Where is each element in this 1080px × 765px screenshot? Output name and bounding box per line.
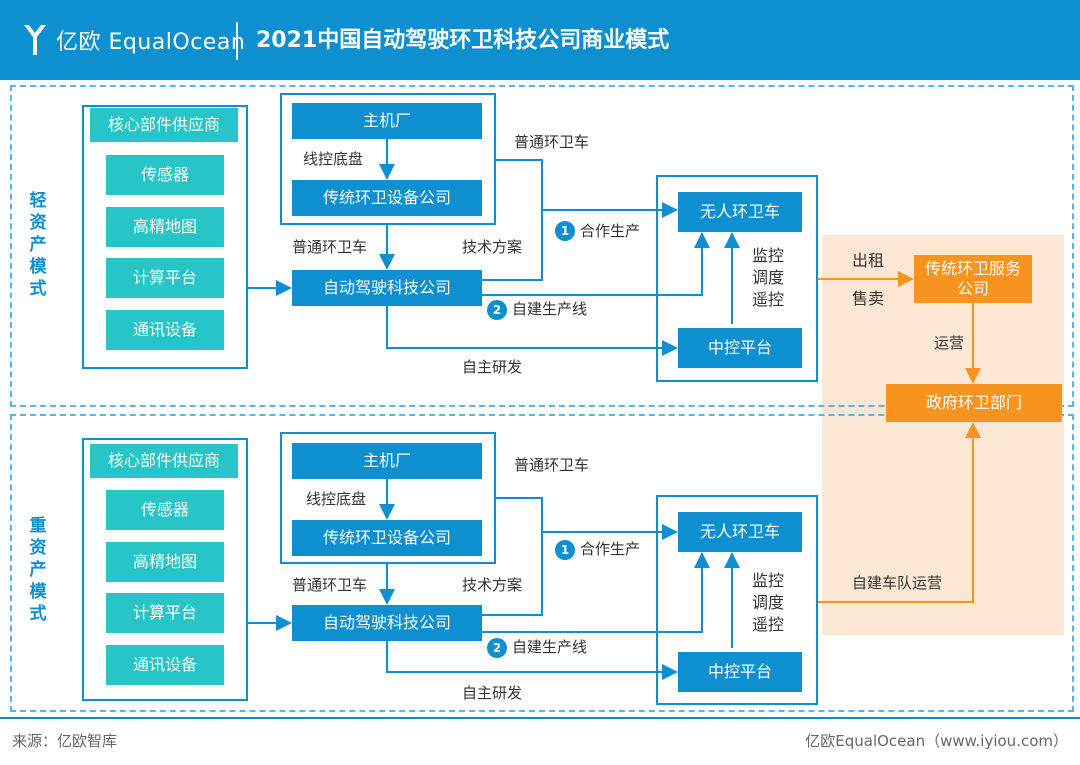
heavy-monitor: 监控调度遥控 xyxy=(752,571,785,634)
light-component-comm: 通讯设备 xyxy=(106,310,224,350)
light-vehicle-frame xyxy=(656,175,818,382)
light-normal-vehicle-top: 普通环卫车 xyxy=(514,133,590,151)
heavy-step-2-badge: 2 xyxy=(487,638,507,658)
header-bar: 亿欧 EqualOcean 2021中国自动驾驶环卫科技公司商业模式 xyxy=(0,0,1080,80)
light-cooperation: 合作生产 xyxy=(580,222,641,240)
logo-icon xyxy=(24,25,46,55)
light-component-map: 高精地图 xyxy=(106,207,224,247)
light-asset-section xyxy=(10,85,1074,407)
light-monitor: 监控调度遥控 xyxy=(752,246,785,309)
light-control-platform: 中控平台 xyxy=(678,328,802,368)
source-text: 来源：亿欧智库 xyxy=(12,732,118,750)
heavy-asset-section xyxy=(10,414,1074,712)
traditional-service-company: 传统环卫服务公司 xyxy=(914,255,1032,303)
heavy-step-1-badge: 1 xyxy=(555,540,575,560)
light-mode-label: 轻资产模式 xyxy=(29,191,47,299)
light-self-line: 自建生产线 xyxy=(512,300,588,318)
heavy-cooperation: 合作生产 xyxy=(580,540,641,558)
light-component-sensor: 传感器 xyxy=(106,155,224,195)
light-oem-frame xyxy=(280,93,496,225)
light-supplier-frame xyxy=(82,105,248,369)
light-wire-chassis: 线控底盘 xyxy=(303,150,364,168)
heavy-vehicle-frame xyxy=(656,495,818,705)
logo: 亿欧 EqualOcean xyxy=(22,20,245,60)
heavy-tech-solution: 技术方案 xyxy=(462,576,523,594)
light-step-2-badge: 2 xyxy=(487,300,507,320)
page-title: 2021中国自动驾驶环卫科技公司商业模式 xyxy=(256,28,670,53)
heavy-oem: 主机厂 xyxy=(292,443,482,479)
light-oem: 主机厂 xyxy=(292,103,482,139)
logo-text: 亿欧 EqualOcean xyxy=(56,30,246,55)
heavy-normal-vehicle-top: 普通环卫车 xyxy=(514,456,590,474)
heavy-supplier-frame xyxy=(82,438,248,701)
heavy-normal-vehicle-left: 普通环卫车 xyxy=(292,576,368,594)
light-normal-vehicle-left: 普通环卫车 xyxy=(292,238,368,256)
heavy-self-line: 自建生产线 xyxy=(512,638,588,656)
heavy-control-platform: 中控平台 xyxy=(678,652,802,692)
heavy-component-map: 高精地图 xyxy=(106,542,224,582)
government-sanitation-dept: 政府环卫部门 xyxy=(886,384,1062,422)
light-unmanned-vehicle: 无人环卫车 xyxy=(678,192,802,232)
brand-text: 亿欧EqualOcean（www.iyiou.com） xyxy=(805,732,1068,750)
heavy-core-supplier: 核心部件供应商 xyxy=(90,444,238,478)
heavy-self-rd: 自主研发 xyxy=(462,684,523,702)
sell-label: 售卖 xyxy=(852,289,885,308)
light-component-compute: 计算平台 xyxy=(106,258,224,298)
heavy-component-comm: 通讯设备 xyxy=(106,645,224,685)
rent-label: 出租 xyxy=(852,251,885,270)
heavy-component-compute: 计算平台 xyxy=(106,593,224,633)
heavy-unmanned-vehicle: 无人环卫车 xyxy=(678,512,802,552)
self-fleet-label: 自建车队运营 xyxy=(852,574,943,592)
light-tech-solution: 技术方案 xyxy=(462,238,523,256)
light-traditional-equipment: 传统环卫设备公司 xyxy=(292,180,482,216)
header-divider xyxy=(236,22,238,60)
heavy-ad-tech-company: 自动驾驶科技公司 xyxy=(292,605,482,641)
light-core-supplier: 核心部件供应商 xyxy=(90,108,238,142)
light-self-rd: 自主研发 xyxy=(462,358,523,376)
heavy-mode-label: 重资产模式 xyxy=(29,516,47,624)
operate-label: 运营 xyxy=(934,334,965,352)
heavy-wire-chassis: 线控底盘 xyxy=(306,490,367,508)
footer-divider xyxy=(0,717,1080,719)
light-step-1-badge: 1 xyxy=(555,221,575,241)
light-ad-tech-company: 自动驾驶科技公司 xyxy=(292,270,482,306)
heavy-component-sensor: 传感器 xyxy=(106,490,224,530)
heavy-oem-frame xyxy=(280,432,496,564)
heavy-traditional-equipment: 传统环卫设备公司 xyxy=(292,520,482,556)
